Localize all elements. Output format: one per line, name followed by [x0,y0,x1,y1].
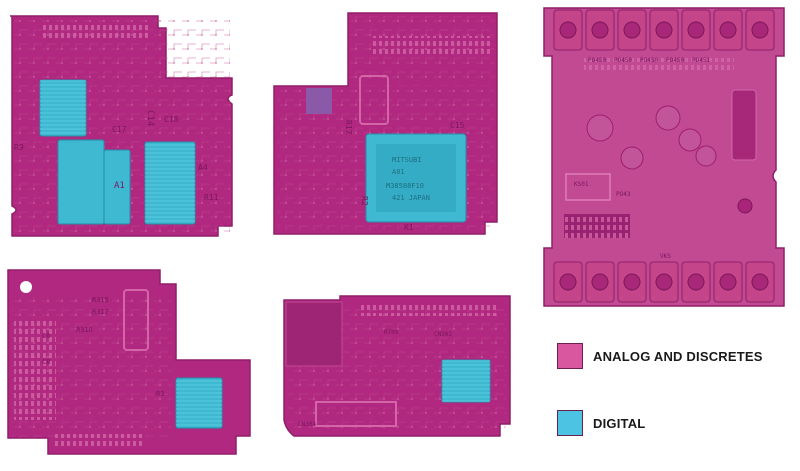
pcb-label: VKS [660,253,671,260]
square-component [306,88,332,114]
pcb-label: R9 [14,143,24,152]
pcb-label: C6 [42,332,50,340]
digital-chip-tl-strip [40,80,86,136]
pcb-label: C18 [164,115,179,124]
ribbon-connector [731,89,757,161]
legend-digital-label: DIGITAL [593,415,646,431]
pcb-label: R315 [92,296,109,304]
board-bottom-middle: R709 CN302 CN304 [283,295,511,437]
shielded-block [285,301,343,367]
pcb-label: R11 [204,193,219,202]
terminal-block-bottom [553,261,775,303]
board-top-right-relay: PO4S0 PO4S0 PO4S0 PO4S0 PO4S1 KS01 PO43 … [543,7,785,307]
pcb-label: C15 [450,121,465,130]
pcb-label: R316 [76,326,93,334]
legend-analog-swatch [557,343,583,369]
pcb-label: A4 [198,163,208,172]
chip-text: MITSUBI [392,156,422,164]
pcb-label: PO43 [616,191,631,198]
relay-block [565,173,611,201]
pcb-label: R17 [344,120,353,135]
pcb-label: R709 [384,329,399,336]
pcb-label: A1 [114,181,125,191]
pad-array-left [14,320,56,420]
terminal-screw [623,21,641,39]
capacitor-cluster [586,105,753,214]
pcb-label: PO4S0 [640,57,658,64]
pcb-label: C8 [42,358,50,366]
terminal-screw [559,21,577,39]
vertical-connector [359,75,389,125]
pcb-label: CN302 [434,331,452,338]
terminal-screw [719,21,737,39]
edge-connector-bottom [358,304,498,316]
pad-array-bottom [54,434,144,448]
pcb-label: R317 [92,308,109,316]
digital-chip-tl-2 [57,139,105,225]
board-bottom-left: R315 R317 R316 R3 C6 C8 [7,269,251,455]
terminal-screw [559,273,577,291]
terminal-screw [751,21,769,39]
terminal-screw [591,21,609,39]
chip-text: M38588F10 [386,182,424,190]
pcb-label: KS01 [574,181,589,188]
terminal-screw [623,273,641,291]
pcb-label: R2 [360,196,369,206]
pcb-label: PO4S0 [666,57,684,64]
legend-analog: ANALOG AND DISCRETES [557,343,763,369]
board-top-left: C14 C18 R9 R11 A1 A4 C17 [10,15,233,237]
connector-row [584,58,734,72]
digital-chip-tl-strip2 [145,142,195,224]
digital-chip-tl-3 [103,149,131,225]
terminal-screw [655,21,673,39]
relay-ic-pins [564,214,630,238]
pcb-label: C14 [145,110,155,126]
terminal-screw [591,273,609,291]
legend-analog-label: ANALOG AND DISCRETES [593,348,763,364]
pcb-label: PO4S0 [614,57,632,64]
pcb-label: R3 [156,390,164,398]
pcb-label: PO4S1 [692,57,710,64]
terminal-screw [655,273,673,291]
pcb-label: CN304 [298,421,316,428]
legend-digital: DIGITAL [557,410,645,436]
bottom-connector [315,401,397,427]
legend-digital-swatch [557,410,583,436]
chip-text: 421 JAPAN [392,194,430,202]
board-top-middle: MITSUBI A01 M38588F10 421 JAPAN R17 R2 C… [273,12,498,235]
mounting-hole [20,281,32,293]
pcb-label: C17 [112,125,127,134]
terminal-screw [687,21,705,39]
terminal-screw [751,273,769,291]
pcb-label: K1 [404,223,414,232]
terminal-screw [719,273,737,291]
vertical-connector [123,289,149,351]
chip-text: A01 [392,168,405,176]
pcb-label: PO4S0 [588,57,606,64]
edge-connector-top [372,36,490,56]
terminal-screw [687,273,705,291]
terminal-block-top [553,9,775,51]
header-pins [40,22,150,38]
